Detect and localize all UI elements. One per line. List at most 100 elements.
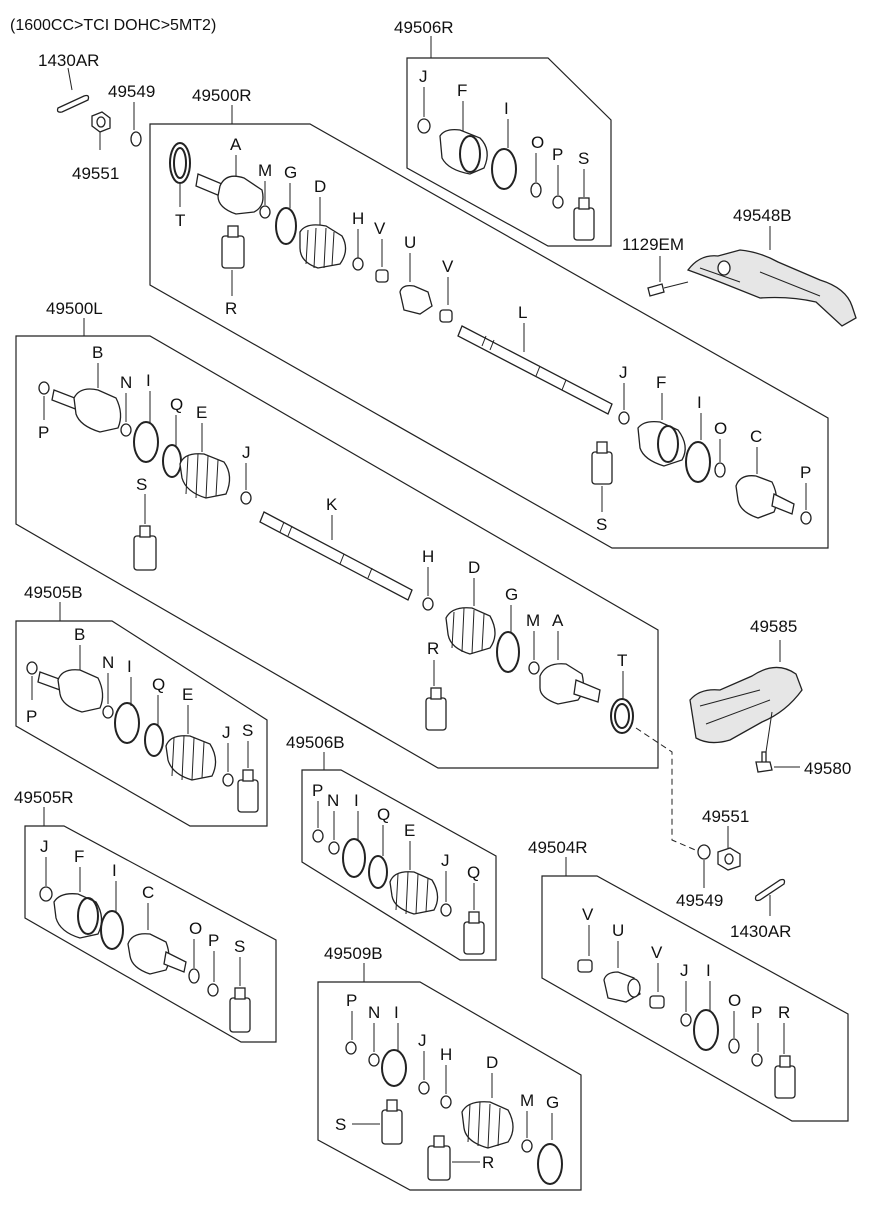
svg-text:J: J <box>619 363 628 382</box>
svg-text:J: J <box>419 67 428 86</box>
svg-text:J: J <box>40 837 49 856</box>
cotter-pin-top <box>56 67 90 113</box>
box-49505R <box>24 825 277 1043</box>
label-49504R: 49504R <box>528 838 588 857</box>
svg-text:N: N <box>368 1003 380 1022</box>
svg-text:I: I <box>146 371 151 390</box>
group-49506B-parts: P N I Q E J Q <box>312 781 485 955</box>
svg-text:G: G <box>546 1093 559 1112</box>
svg-text:F: F <box>74 847 84 866</box>
svg-text:A: A <box>230 135 242 154</box>
cover-49585 <box>689 640 803 753</box>
group-49505B-parts: P B N I Q E J S <box>26 625 259 813</box>
label-1430AR-bottom: 1430AR <box>730 922 791 941</box>
label-1129EM: 1129EM <box>622 235 684 254</box>
svg-text:A: A <box>552 611 564 630</box>
svg-text:H: H <box>422 547 434 566</box>
svg-text:V: V <box>651 943 663 962</box>
label-49548B: 49548B <box>733 206 792 225</box>
svg-text:N: N <box>120 373 132 392</box>
washer-top <box>130 102 142 147</box>
svg-text:J: J <box>222 723 231 742</box>
svg-text:I: I <box>504 99 509 118</box>
svg-text:D: D <box>314 177 326 196</box>
svg-text:H: H <box>440 1045 452 1064</box>
label-49505B: 49505B <box>24 583 83 602</box>
label-49500L: 49500L <box>46 299 103 318</box>
label-49551-top: 49551 <box>72 164 119 183</box>
svg-text:I: I <box>394 1003 399 1022</box>
svg-text:I: I <box>127 657 132 676</box>
box-49500L <box>15 335 659 769</box>
svg-text:L: L <box>518 303 527 322</box>
washer-bottom <box>697 844 711 888</box>
svg-text:Q: Q <box>467 863 480 882</box>
svg-text:C: C <box>750 427 762 446</box>
svg-text:Q: Q <box>377 805 390 824</box>
cotter-pin-bottom <box>754 878 786 916</box>
box-49505B <box>15 620 268 827</box>
box-49506B <box>301 769 497 961</box>
bolt-49580 <box>755 751 800 773</box>
svg-text:E: E <box>404 821 415 840</box>
svg-text:I: I <box>697 393 702 412</box>
label-49500R: 49500R <box>192 86 252 105</box>
group-49504R-parts: V U V J I O P R <box>577 905 796 1099</box>
svg-text:G: G <box>505 585 518 604</box>
box-49509B <box>317 981 582 1191</box>
svg-text:T: T <box>175 211 185 230</box>
svg-text:F: F <box>457 81 467 100</box>
label-49506R: 49506R <box>394 18 454 37</box>
svg-text:D: D <box>486 1053 498 1072</box>
svg-text:I: I <box>112 861 117 880</box>
svg-text:S: S <box>242 721 253 740</box>
group-49500R-parts: T A R M G D H V U <box>169 135 812 534</box>
svg-text:S: S <box>335 1115 346 1134</box>
svg-text:Q: Q <box>170 395 183 414</box>
label-49549-bottom: 49549 <box>676 891 723 910</box>
box-49500R <box>149 123 829 549</box>
svg-text:R: R <box>427 639 439 658</box>
svg-text:R: R <box>778 1003 790 1022</box>
svg-text:M: M <box>258 161 272 180</box>
svg-text:I: I <box>706 961 711 980</box>
box-49504R <box>541 875 849 1122</box>
svg-text:Q: Q <box>152 675 165 694</box>
svg-text:U: U <box>612 921 624 940</box>
group-49500L-parts: P B N I Q E S J K <box>38 343 634 734</box>
svg-text:S: S <box>136 475 147 494</box>
svg-text:O: O <box>189 919 202 938</box>
svg-text:O: O <box>531 133 544 152</box>
group-49506R-parts: J F I O P S <box>417 67 595 241</box>
label-49549-top: 49549 <box>108 82 155 101</box>
svg-text:E: E <box>196 403 207 422</box>
label-1430AR-top: 1430AR <box>38 51 99 70</box>
label-49506B: 49506B <box>286 733 345 752</box>
svg-text:P: P <box>751 1003 762 1022</box>
svg-text:O: O <box>728 991 741 1010</box>
svg-text:R: R <box>482 1153 494 1172</box>
box-49506R <box>406 57 612 247</box>
label-49585: 49585 <box>750 617 797 636</box>
svg-text:T: T <box>617 651 627 670</box>
svg-text:S: S <box>578 149 589 168</box>
svg-text:P: P <box>800 463 811 482</box>
dashed-connector <box>635 727 701 853</box>
bracket-49548B <box>647 226 857 327</box>
header-spec: (1600CC>TCI DOHC>5MT2) <box>10 17 216 34</box>
hub-nut-top <box>91 111 111 150</box>
svg-text:B: B <box>92 343 103 362</box>
label-49551-bottom: 49551 <box>702 807 749 826</box>
svg-text:P: P <box>208 931 219 950</box>
hub-nut-bottom <box>717 826 741 871</box>
svg-text:P: P <box>552 145 563 164</box>
svg-text:V: V <box>442 257 454 276</box>
svg-text:M: M <box>520 1091 534 1110</box>
svg-text:H: H <box>352 209 364 228</box>
svg-text:N: N <box>327 791 339 810</box>
svg-text:P: P <box>312 781 323 800</box>
svg-text:P: P <box>26 707 37 726</box>
svg-text:F: F <box>656 373 666 392</box>
svg-text:O: O <box>714 419 727 438</box>
